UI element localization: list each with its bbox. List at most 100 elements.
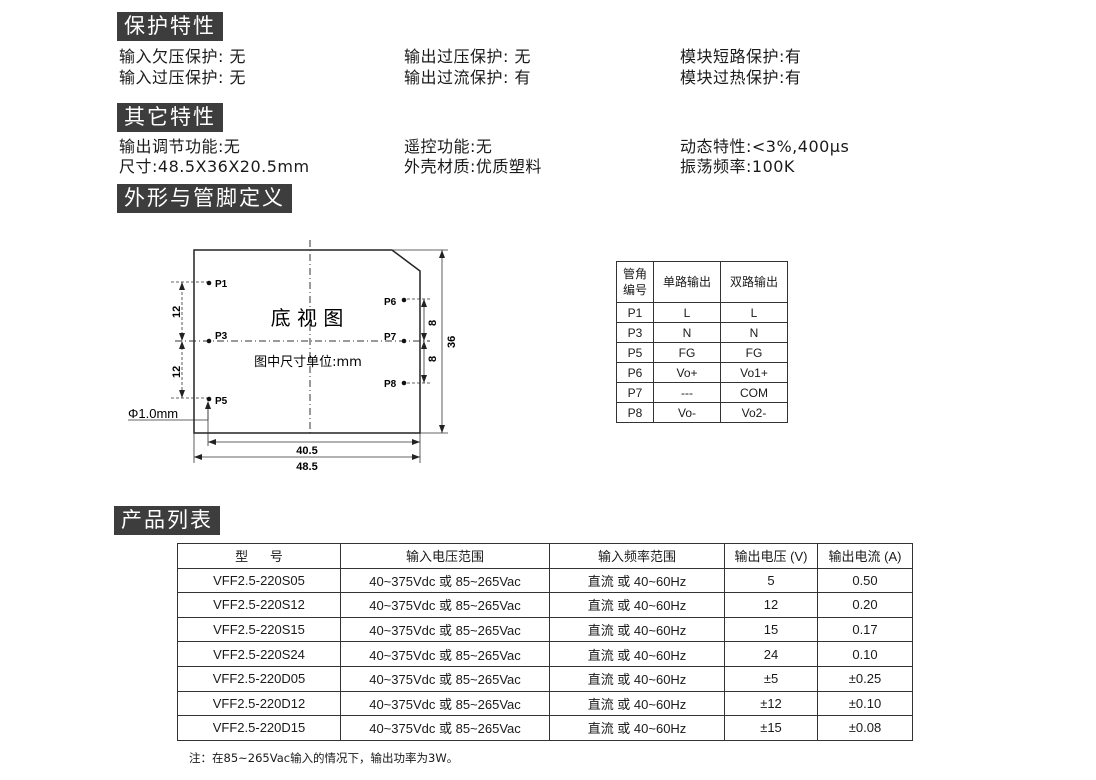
- product-cell: VFF2.5-220S15: [177, 616, 341, 643]
- product-header-output-voltage: 输出电压 (V): [724, 543, 818, 569]
- product-cell: 40~375Vdc 或 85~265Vac: [340, 665, 550, 692]
- product-cell: 40~375Vdc 或 85~265Vac: [340, 592, 550, 618]
- spec-dynamic: 动态特性:<3%,400μs: [680, 137, 850, 156]
- product-cell: 12: [724, 592, 818, 618]
- product-cell: 40~375Vdc 或 85~265Vac: [340, 641, 550, 667]
- spec-output-overvoltage: 输出过压保护: 无: [404, 47, 531, 66]
- pin-p8-dot: [401, 380, 407, 386]
- pin-table-row: P7---COM: [616, 382, 788, 403]
- spec-output-overcurrent: 输出过流保护: 有: [404, 68, 531, 87]
- spec-size: 尺寸:48.5X36X20.5mm: [119, 157, 310, 176]
- product-cell: 5: [724, 567, 818, 594]
- section-title-other: 其它特性: [117, 103, 223, 132]
- pin-cell: N: [653, 322, 721, 343]
- pin-cell: ---: [653, 382, 721, 403]
- product-cell: 24: [724, 641, 818, 667]
- spec-overheat: 模块过热保护:有: [680, 68, 802, 87]
- pin-cell: L: [720, 302, 788, 323]
- pin-header-single: 单路输出: [653, 261, 721, 303]
- pin-p7-dot: [401, 338, 407, 344]
- pin-cell: P5: [616, 342, 654, 363]
- pin-header-pin: 管角 编号: [616, 261, 654, 303]
- product-cell: 0.17: [817, 616, 913, 643]
- pin-cell: Vo1+: [720, 362, 788, 383]
- product-cell: 40~375Vdc 或 85~265Vac: [340, 616, 550, 643]
- product-cell: ±0.10: [817, 690, 913, 717]
- product-cell: 直流 或 40~60Hz: [549, 592, 725, 618]
- product-cell: 40~375Vdc 或 85~265Vac: [340, 715, 550, 741]
- spec-input-undervoltage: 输入欠压保护: 无: [119, 47, 246, 66]
- spec-oscillation: 振荡频率:100K: [680, 157, 795, 176]
- dim-12-lower: 12: [171, 366, 183, 378]
- product-cell: VFF2.5-220S12: [177, 592, 341, 618]
- product-cell: 直流 或 40~60Hz: [549, 567, 725, 594]
- pin-p6-label: P6: [384, 297, 397, 308]
- pin-cell: P3: [616, 322, 654, 343]
- pin-cell: P8: [616, 402, 654, 423]
- dim-48-5: 48.5: [296, 461, 317, 473]
- product-cell: VFF2.5-220D05: [177, 665, 341, 692]
- spec-output-adjust: 输出调节功能:无: [119, 137, 241, 156]
- pin-cell: P7: [616, 382, 654, 403]
- product-cell: 15: [724, 616, 818, 643]
- drawing-title: 底 视 图: [271, 306, 344, 330]
- drawing-unit-note: 图中尺寸单位:mm: [254, 355, 362, 370]
- pin-cell: N: [720, 322, 788, 343]
- product-cell: VFF2.5-220D15: [177, 715, 341, 741]
- product-cell: 0.20: [817, 592, 913, 618]
- pin-p1-dot: [206, 280, 212, 286]
- product-cell: 40~375Vdc 或 85~265Vac: [340, 567, 550, 594]
- product-cell: 直流 或 40~60Hz: [549, 665, 725, 692]
- dim-40-5: 40.5: [296, 445, 317, 457]
- pin-cell: Vo-: [653, 402, 721, 423]
- pin-header-dual: 双路输出: [720, 261, 788, 303]
- product-header-model: 型 号: [177, 543, 341, 569]
- pin-cell: FG: [720, 342, 788, 363]
- product-cell: 0.50: [817, 567, 913, 594]
- pin-p6-dot: [401, 297, 407, 303]
- product-cell: VFF2.5-220D12: [177, 690, 341, 717]
- dim-12-upper: 12: [171, 306, 183, 318]
- pin-cell: FG: [653, 342, 721, 363]
- spec-input-overvoltage: 输入过压保护: 无: [119, 68, 246, 87]
- product-cell: ±12: [724, 690, 818, 717]
- dim-pin-diameter: Φ1.0mm: [128, 406, 178, 421]
- product-cell: 直流 或 40~60Hz: [549, 641, 725, 667]
- dim-8-lower: 8: [427, 356, 439, 362]
- product-header-output-current: 输出电流 (A): [817, 543, 913, 569]
- product-cell: VFF2.5-220S24: [177, 641, 341, 667]
- product-list-table: 型 号 输入电压范围 输入频率范围 输出电压 (V) 输出电流 (A) VFF2…: [177, 543, 913, 741]
- pin-p7-label: P7: [384, 332, 397, 343]
- pin-p5-label: P5: [215, 396, 228, 407]
- pin-cell: COM: [720, 382, 788, 403]
- pin-cell: Vo+: [653, 362, 721, 383]
- pin-p3-dot: [206, 338, 212, 344]
- pin-cell: Vo2-: [720, 402, 788, 423]
- spec-remote-control: 遥控功能:无: [404, 137, 493, 156]
- pin-table-header: 管角 编号 单路输出 双路输出: [616, 261, 788, 303]
- pin-cell: P6: [616, 362, 654, 383]
- pin-p8-label: P8: [384, 379, 397, 390]
- product-cell: ±5: [724, 665, 818, 692]
- product-table-header: 型 号 输入电压范围 输入频率范围 输出电压 (V) 输出电流 (A): [177, 543, 913, 569]
- section-title-outline: 外形与管脚定义: [117, 184, 292, 213]
- section-title-products: 产品列表: [114, 506, 220, 535]
- outline-drawing: 12 12 8 8 36 40.5 48.5 Φ1.0mm P1 P3 P5 P…: [128, 240, 458, 473]
- product-cell: 直流 或 40~60Hz: [549, 690, 725, 717]
- spec-short-circuit: 模块短路保护:有: [680, 47, 802, 66]
- product-cell: VFF2.5-220S05: [177, 567, 341, 594]
- product-cell: 直流 或 40~60Hz: [549, 715, 725, 741]
- pin-cell: P1: [616, 302, 654, 323]
- footnote: 注：在85~265Vac输入的情况下，输出功率为3W。: [189, 751, 459, 765]
